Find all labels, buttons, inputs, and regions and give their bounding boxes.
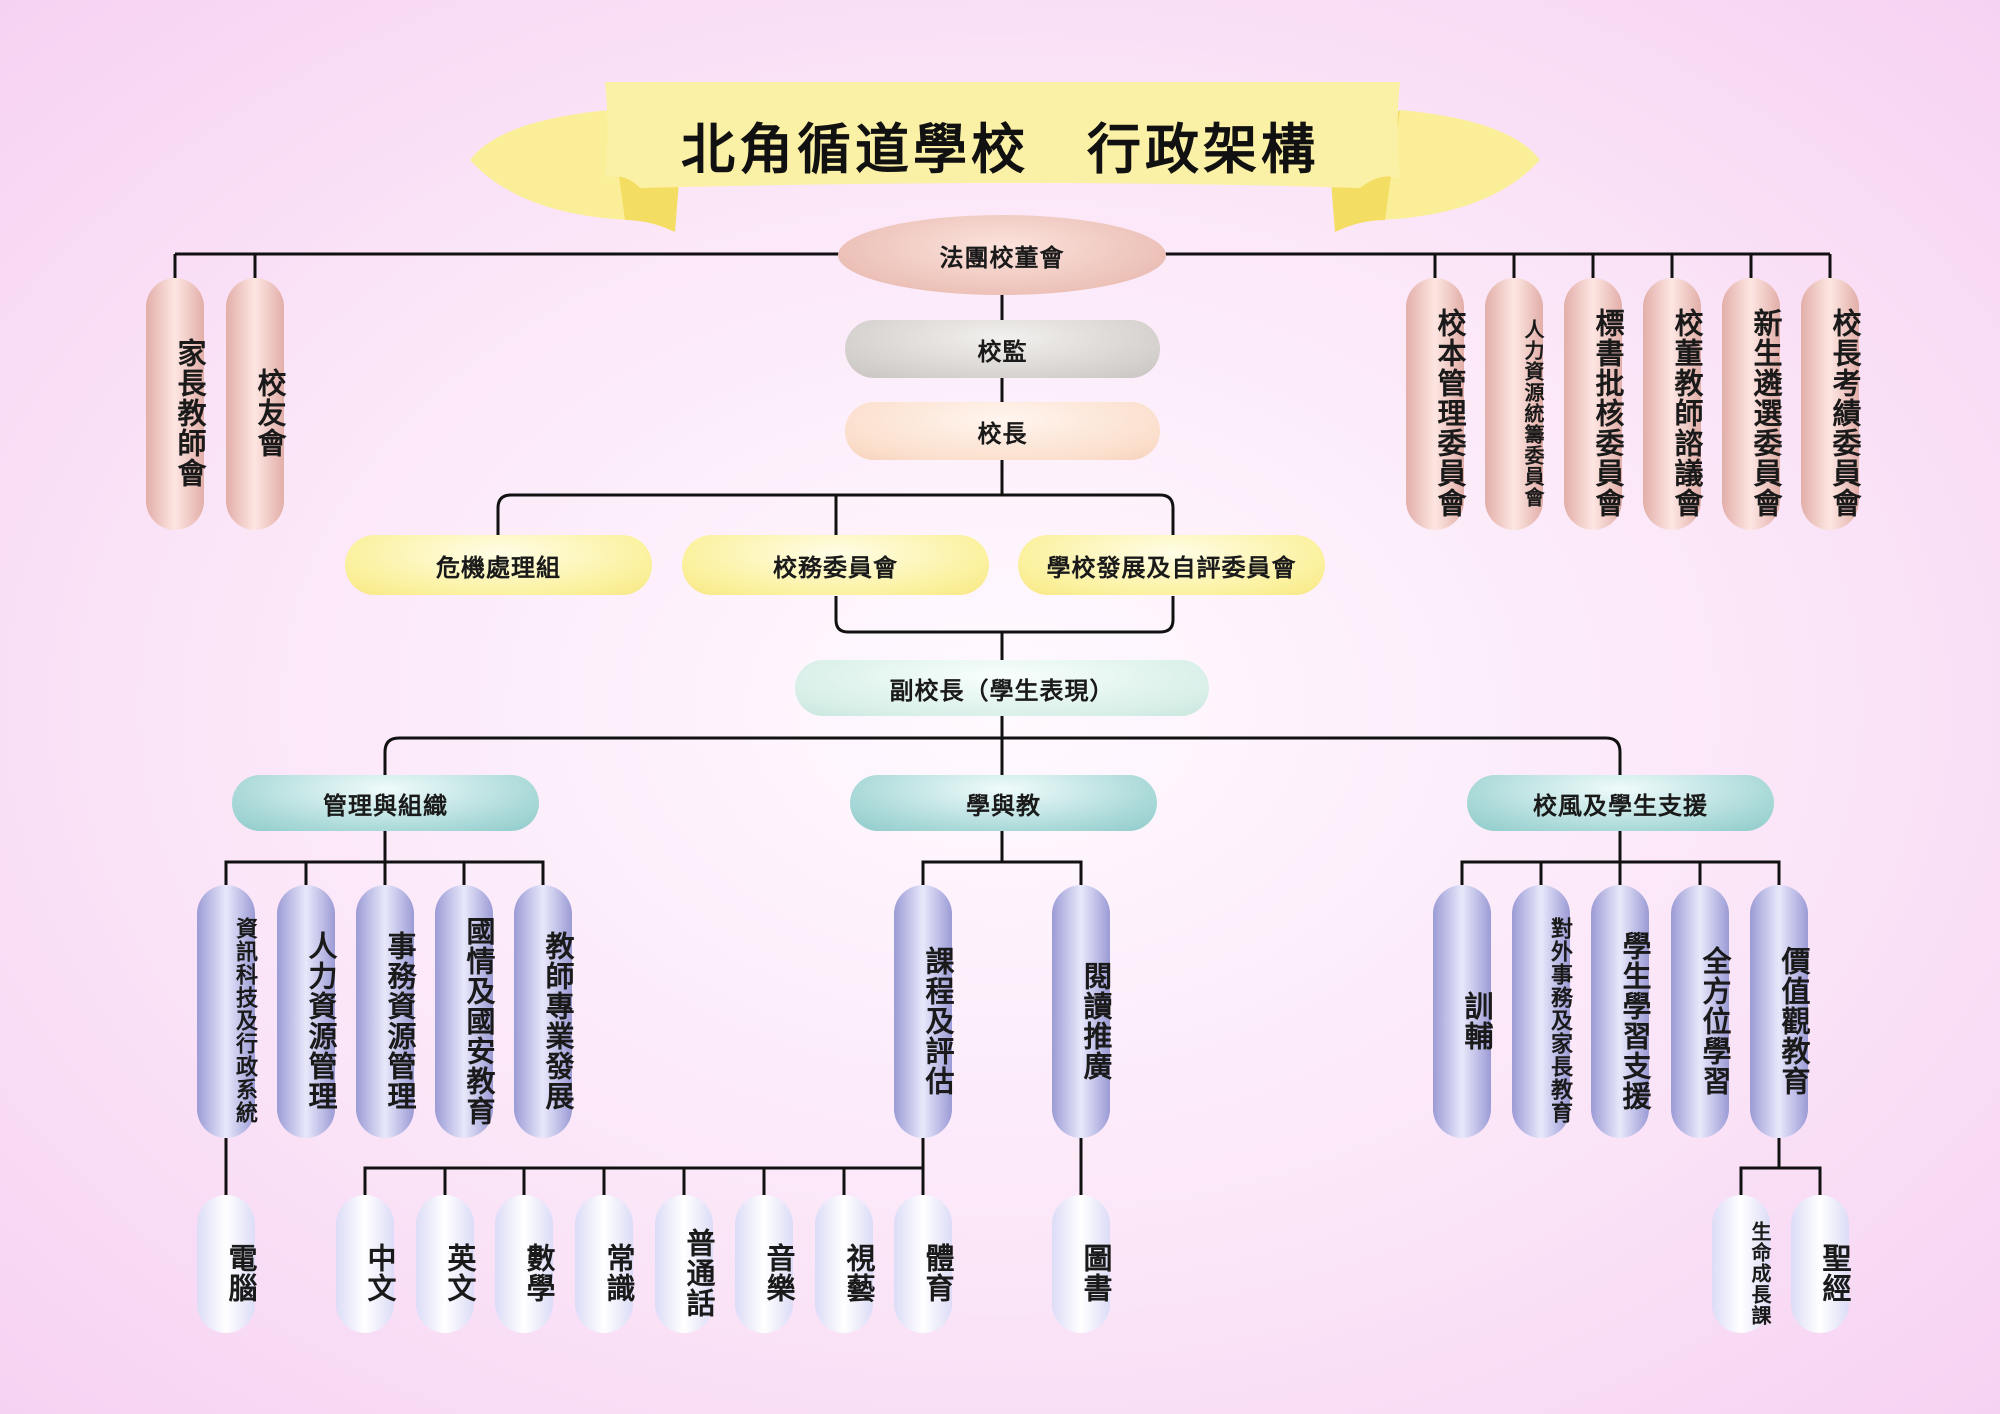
division-teaching: 學與教 (850, 775, 1157, 831)
supervisor-node: 校監 (845, 320, 1160, 378)
right-body-4: 校董教師諮議會 (1643, 278, 1704, 530)
subject-visual-arts: 視藝 (815, 1195, 876, 1333)
library-node: 圖書 (1052, 1195, 1113, 1333)
subject-english: 英文 (416, 1195, 477, 1333)
vice-principal-node: 副校長（學生表現） (795, 660, 1209, 716)
chart-title: 北角循道學校 行政架構 (681, 117, 1319, 181)
right-body-6: 校長考績委員會 (1801, 278, 1862, 530)
division-management: 管理與組織 (232, 775, 539, 831)
title-ribbon-banner (470, 82, 1540, 232)
right-body-5: 新生遴選委員會 (1722, 278, 1783, 530)
parent-teacher-association: 家長教師會 (146, 278, 207, 530)
teaching-unit-curriculum: 課程及評估 (894, 885, 955, 1138)
subject-music: 音樂 (735, 1195, 796, 1333)
committee-development: 學校發展及自評委員會 (1018, 535, 1325, 595)
right-body-1: 校本管理委員會 (1406, 278, 1467, 530)
board-node: 法團校董會 (838, 215, 1166, 295)
support-unit-3: 學生學習支援 (1591, 885, 1652, 1138)
management-unit-2: 人力資源管理 (277, 885, 338, 1138)
subject-general-studies: 常識 (575, 1195, 636, 1333)
committee-crisis: 危機處理組 (345, 535, 652, 595)
management-unit-3: 事務資源管理 (356, 885, 417, 1138)
values-life-education: 生命成長課 (1712, 1195, 1772, 1333)
support-unit-4: 全方位學習 (1671, 885, 1732, 1138)
support-unit-5: 價值觀教育 (1750, 885, 1811, 1138)
support-unit-2: 對外事務及家長教育 (1512, 885, 1572, 1138)
right-body-3: 標書批核委員會 (1564, 278, 1625, 530)
right-body-2: 人力資源統籌委員會 (1485, 278, 1545, 530)
subject-chinese: 中文 (336, 1195, 397, 1333)
division-support: 校風及學生支援 (1467, 775, 1774, 831)
committee-school-affairs: 校務委員會 (682, 535, 989, 595)
computer-node: 電腦 (197, 1195, 258, 1333)
subject-putonghua: 普通話 (655, 1195, 716, 1333)
values-bible: 聖經 (1791, 1195, 1852, 1333)
alumni-association: 校友會 (226, 278, 287, 530)
subject-maths: 數學 (495, 1195, 556, 1333)
teaching-unit-reading: 閱讀推廣 (1052, 885, 1113, 1138)
support-unit-1: 訓輔 (1433, 885, 1494, 1138)
principal-node: 校長 (845, 402, 1160, 460)
management-unit-1: 資訊科技及行政系統 (197, 885, 257, 1138)
management-unit-4: 國情及國安教育 (435, 885, 496, 1138)
management-unit-5: 教師專業發展 (514, 885, 575, 1138)
subject-pe: 體育 (894, 1195, 955, 1333)
